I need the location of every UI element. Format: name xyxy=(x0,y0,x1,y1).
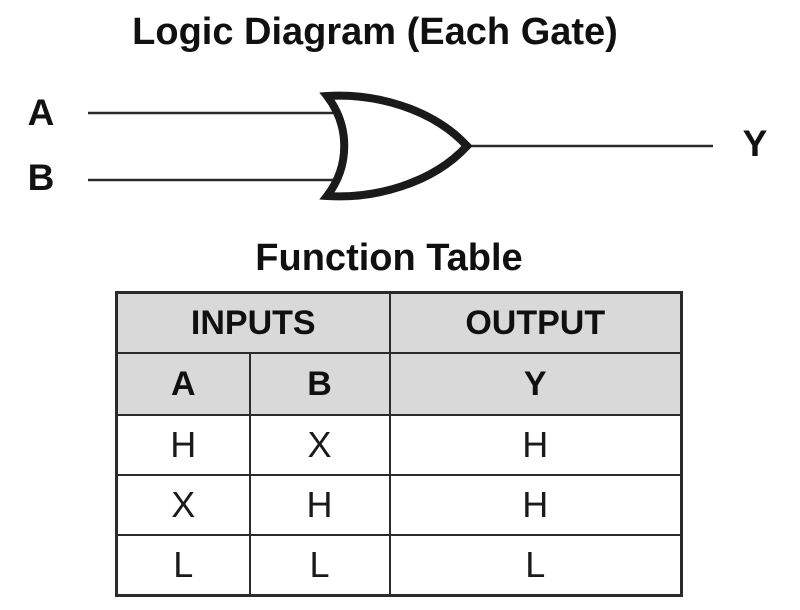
cell-b: H xyxy=(248,474,391,536)
logic-diagram-title: Logic Diagram (Each Gate) xyxy=(132,11,618,53)
column-header-a: A xyxy=(115,352,251,416)
cell-a: X xyxy=(115,474,251,536)
cell-y: H xyxy=(388,414,683,476)
table-row: L L L xyxy=(115,534,683,597)
input-a-label: A xyxy=(28,92,55,133)
output-y-label: Y xyxy=(743,123,768,164)
table-row: X H H xyxy=(115,474,683,536)
cell-a: H xyxy=(115,414,251,476)
column-header-y: Y xyxy=(388,352,683,416)
function-table: INPUTS OUTPUT A B Y H X H X H H L L L xyxy=(115,291,683,597)
or-gate-diagram: A B Y xyxy=(28,91,768,201)
column-header-b: B xyxy=(248,352,391,416)
table-row: H X H xyxy=(115,414,683,476)
table-group-header-row: INPUTS OUTPUT xyxy=(115,291,683,354)
or-gate-symbol xyxy=(319,91,473,201)
output-group-header: OUTPUT xyxy=(388,291,683,354)
cell-y: L xyxy=(388,534,683,597)
function-table-title: Function Table xyxy=(255,237,523,279)
table-column-header-row: A B Y xyxy=(115,352,683,416)
input-b-label: B xyxy=(28,157,55,198)
cell-b: X xyxy=(248,414,391,476)
cell-a: L xyxy=(115,534,251,597)
cell-y: H xyxy=(388,474,683,536)
inputs-group-header: INPUTS xyxy=(115,291,391,354)
cell-b: L xyxy=(248,534,391,597)
